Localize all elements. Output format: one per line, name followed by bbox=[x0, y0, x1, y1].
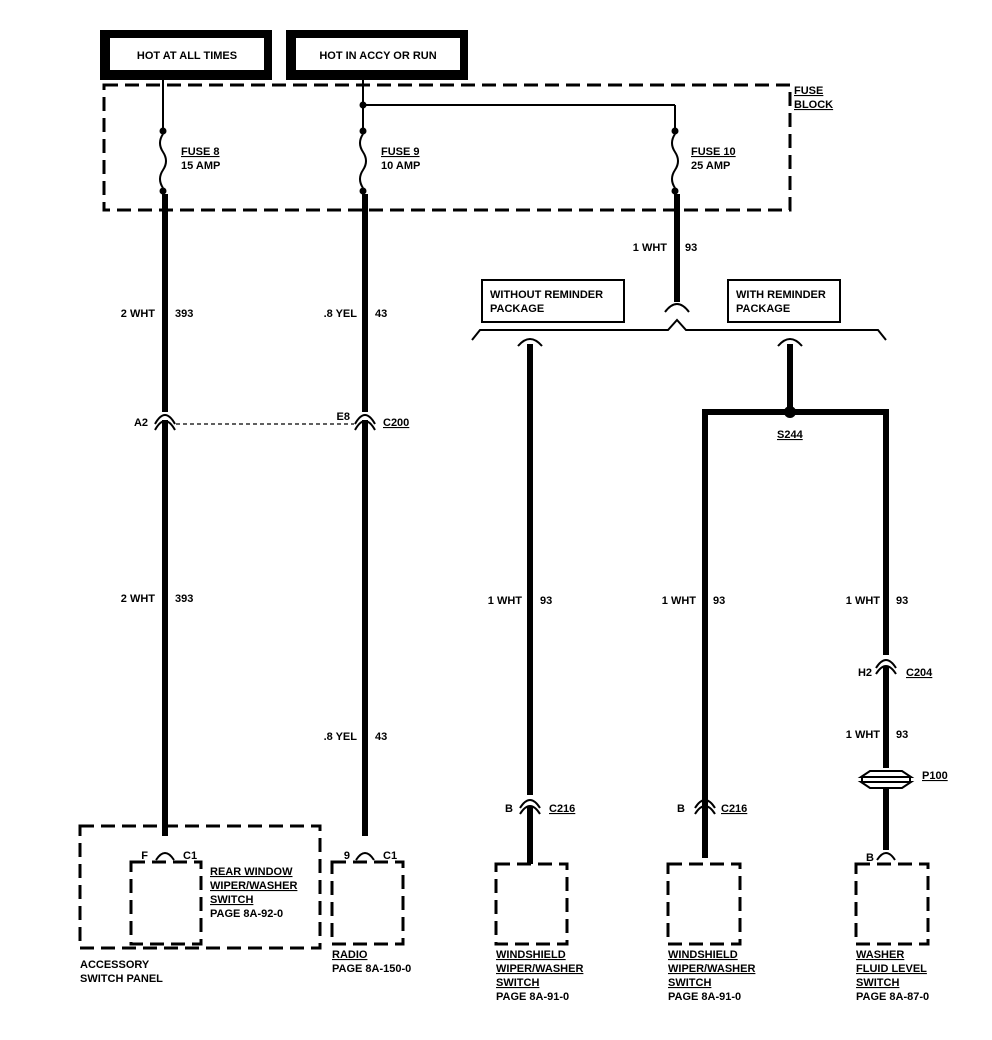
option-without-box bbox=[481, 279, 625, 323]
option-with-connector bbox=[777, 338, 803, 347]
wire-93-a-circuit: 93 bbox=[540, 595, 552, 607]
fuse-9-name: FUSE 9 bbox=[381, 146, 420, 158]
rear-window-switch-page: PAGE 8A-92-0 bbox=[210, 908, 283, 920]
wire-93-splice-bus bbox=[702, 409, 889, 858]
connector-c216-b-female bbox=[694, 799, 716, 809]
radio-name: RADIO bbox=[332, 949, 368, 961]
connector-c204-name: C204 bbox=[906, 667, 933, 679]
fuse-9: FUSE 9 10 AMP bbox=[359, 127, 420, 195]
wire-93-d-circuit: 93 bbox=[896, 729, 908, 741]
connector-e8-pin: E8 bbox=[337, 411, 350, 423]
wire-43-upper-gauge: .8 YEL bbox=[324, 308, 358, 320]
option-with-line1: WITH REMINDER bbox=[736, 289, 826, 301]
fuse-8: FUSE 8 15 AMP bbox=[159, 127, 220, 195]
wire-43-upper-circuit: 43 bbox=[375, 308, 387, 320]
rear-window-switch-line3: SWITCH bbox=[210, 894, 253, 906]
connector-f-c1-name: C1 bbox=[183, 850, 197, 862]
connector-f-pin: F bbox=[141, 850, 148, 862]
fuse-block-outline bbox=[102, 83, 792, 212]
wire-393-upper-circuit: 393 bbox=[175, 308, 193, 320]
connector-9-c1 bbox=[355, 852, 375, 861]
connector-washer-pin-label: B bbox=[866, 852, 874, 864]
connector-9-c1-name: C1 bbox=[383, 850, 397, 862]
windshield-switch-a-line1: WINDSHIELD bbox=[496, 949, 566, 961]
wire-93-a-gauge: 1 WHT bbox=[488, 595, 523, 607]
wire-93-fuse10-gauge: 1 WHT bbox=[633, 242, 668, 254]
wire-93-b-gauge: 1 WHT bbox=[662, 595, 697, 607]
windshield-switch-b-box bbox=[666, 862, 742, 946]
connector-f-c1 bbox=[155, 852, 175, 861]
p100-grommet bbox=[857, 770, 915, 789]
accessory-switch-panel-line1: ACCESSORY bbox=[80, 959, 150, 971]
fuse-8-rating: 15 AMP bbox=[181, 160, 220, 172]
wire-393-lower-circuit: 393 bbox=[175, 593, 193, 605]
windshield-switch-a-box bbox=[494, 862, 569, 946]
wire-93-b-circuit: 93 bbox=[713, 595, 725, 607]
windshield-switch-a-line2: WIPER/WASHER bbox=[496, 963, 583, 975]
splice-s244 bbox=[784, 406, 796, 418]
fuse-8-name: FUSE 8 bbox=[181, 146, 220, 158]
fuse-block-label-line1: FUSE bbox=[794, 85, 823, 97]
fuse-block-label-line2: BLOCK bbox=[794, 99, 833, 111]
option-without-line2: PACKAGE bbox=[490, 303, 544, 315]
connector-e8-female bbox=[354, 414, 376, 425]
connector-c216-b-pin: B bbox=[677, 803, 685, 815]
connector-c204-female bbox=[875, 659, 897, 669]
fuse-10-name: FUSE 10 bbox=[691, 146, 736, 158]
radio-box bbox=[330, 860, 405, 946]
wire-393-upper-gauge: 2 WHT bbox=[121, 308, 156, 320]
fuse-9-rating: 10 AMP bbox=[381, 160, 420, 172]
connector-c204-pin: H2 bbox=[858, 667, 872, 679]
option-branch-connector bbox=[664, 303, 690, 313]
washer-fluid-switch-line1: WASHER bbox=[856, 949, 904, 961]
connector-9-pin: 9 bbox=[344, 850, 350, 862]
connector-c216-a-female bbox=[519, 799, 541, 809]
rear-window-switch-box bbox=[129, 860, 203, 946]
accessory-switch-panel-line2: SWITCH PANEL bbox=[80, 973, 163, 985]
header-hot-at-all-times-label: HOT AT ALL TIMES bbox=[137, 50, 237, 62]
rear-window-switch-line1: REAR WINDOW bbox=[210, 866, 293, 878]
windshield-switch-b-line1: WINDSHIELD bbox=[668, 949, 738, 961]
wire-43-lower-gauge: .8 YEL bbox=[324, 731, 358, 743]
radio-page: PAGE 8A-150-0 bbox=[332, 963, 411, 975]
splice-s244-name: S244 bbox=[777, 429, 804, 441]
wire-93-fuse10-circuit: 93 bbox=[685, 242, 697, 254]
header-hot-at-all-times: HOT AT ALL TIMES bbox=[100, 30, 272, 80]
accessory-switch-panel-outline bbox=[78, 824, 322, 950]
washer-fluid-switch-box bbox=[854, 862, 930, 946]
header-hot-in-accy-or-run-label: HOT IN ACCY OR RUN bbox=[319, 50, 436, 62]
option-branch-bar bbox=[471, 318, 887, 341]
rear-window-switch-line2: WIPER/WASHER bbox=[210, 880, 297, 892]
wire-43-lower-circuit: 43 bbox=[375, 731, 387, 743]
wire-93-c-gauge: 1 WHT bbox=[846, 595, 881, 607]
connector-washer-pin bbox=[876, 852, 896, 861]
option-without-line1: WITHOUT REMINDER bbox=[490, 289, 603, 301]
windshield-switch-a-line3: SWITCH bbox=[496, 977, 539, 989]
washer-fluid-switch-page: PAGE 8A-87-0 bbox=[856, 991, 929, 1003]
connector-a2-female bbox=[154, 414, 176, 425]
connector-c216-b-name: C216 bbox=[721, 803, 747, 815]
option-without-connector bbox=[517, 338, 543, 347]
p100-name: P100 bbox=[922, 770, 948, 782]
connector-c200-name: C200 bbox=[383, 417, 409, 429]
windshield-switch-a-page: PAGE 8A-91-0 bbox=[496, 991, 569, 1003]
connector-c216-b-male bbox=[694, 805, 716, 815]
connector-c216-a-pin: B bbox=[505, 803, 513, 815]
windshield-switch-b-line2: WIPER/WASHER bbox=[668, 963, 755, 975]
wire-93-d-gauge: 1 WHT bbox=[846, 729, 881, 741]
washer-fluid-switch-line2: FLUID LEVEL bbox=[856, 963, 927, 975]
washer-fluid-switch-line3: SWITCH bbox=[856, 977, 899, 989]
connector-a2-pin: A2 bbox=[134, 417, 148, 429]
windshield-switch-b-page: PAGE 8A-91-0 bbox=[668, 991, 741, 1003]
connector-c216-a-name: C216 bbox=[549, 803, 575, 815]
wire-393-lower-gauge: 2 WHT bbox=[121, 593, 156, 605]
fuse-10-rating: 25 AMP bbox=[691, 160, 730, 172]
header-hot-in-accy-or-run: HOT IN ACCY OR RUN bbox=[286, 30, 468, 80]
option-with-line2: PACKAGE bbox=[736, 303, 790, 315]
fuse-10: FUSE 10 25 AMP bbox=[671, 127, 736, 195]
windshield-switch-b-line3: SWITCH bbox=[668, 977, 711, 989]
option-with-box bbox=[727, 279, 841, 323]
wire-93-c-circuit: 93 bbox=[896, 595, 908, 607]
